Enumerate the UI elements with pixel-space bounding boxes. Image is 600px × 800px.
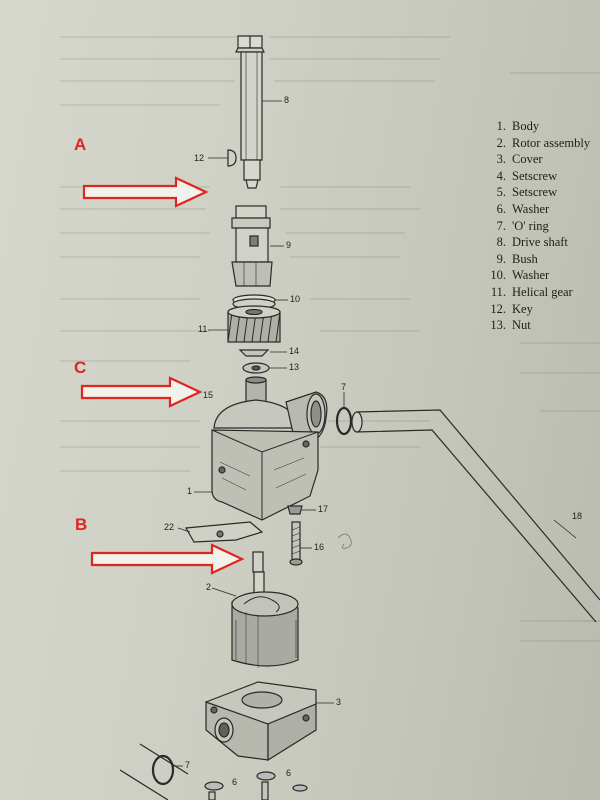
callout-9: 9	[286, 240, 292, 250]
parts-list-item: 13. Nut	[480, 317, 600, 334]
part-number: 11.	[490, 284, 506, 299]
part-name: Nut	[512, 318, 531, 333]
parts-list-item: 11. Helical gear	[480, 284, 600, 301]
drive-shaft-part	[235, 35, 282, 189]
rotor-assembly-part	[211, 551, 299, 668]
arrow-b	[90, 543, 245, 575]
baffle-plate-part	[177, 521, 264, 543]
cover-part	[205, 681, 334, 762]
nut-part	[242, 362, 287, 374]
part-number: 13.	[490, 318, 506, 333]
pencil-mark	[337, 533, 352, 549]
callout-8: 8	[284, 95, 290, 105]
parts-list-item: 8. Drive shaft	[480, 234, 600, 251]
callout-1: 1	[187, 486, 193, 496]
callout-6-left: 6	[232, 777, 238, 787]
callout-12: 12	[194, 153, 205, 163]
callout-17: 17	[318, 504, 329, 514]
callout-7: 7	[341, 382, 347, 392]
callout-11: 11	[198, 324, 208, 334]
part-name: Cover	[512, 152, 543, 167]
arrow-c	[80, 376, 203, 408]
part-name: Body	[512, 119, 540, 133]
arrow-a	[82, 176, 209, 208]
oil-pipe-part	[351, 409, 600, 623]
part-name: 'O' ring	[512, 218, 549, 233]
spacer-part	[238, 349, 270, 357]
parts-list-item: 12. Key	[480, 301, 600, 318]
part-number: 5.	[496, 185, 506, 200]
callout-6-right: 6	[286, 768, 292, 778]
lower-seal-parts	[119, 743, 308, 800]
part-number: 6.	[496, 201, 506, 216]
callout-16: 16	[314, 542, 325, 552]
parts-list-item: 3. Cover	[480, 151, 600, 168]
parts-list-item: 4. Setscrew	[480, 168, 600, 185]
pump-body-part	[194, 376, 328, 521]
part-name: Rotor assembly	[512, 135, 591, 150]
part-number: 12.	[490, 301, 506, 316]
part-name: Setscrew	[512, 168, 558, 183]
bush-part	[231, 205, 284, 287]
parts-list-item: 6. Washer	[480, 201, 600, 218]
part-number: 8.	[496, 235, 506, 250]
part-number: 2.	[496, 135, 506, 150]
callout-15: 15	[203, 390, 214, 400]
part-name: Bush	[512, 251, 538, 266]
parts-list-item: 9. Bush	[480, 251, 600, 268]
part-number: 3.	[496, 152, 506, 167]
marker-b: B	[75, 515, 88, 534]
o-ring-part	[335, 406, 353, 436]
parts-list-item: 2. Rotor assembly	[480, 135, 600, 152]
marker-c: C	[74, 358, 87, 377]
helical-gear-part	[208, 305, 281, 343]
screw-part	[287, 505, 316, 566]
part-name: Setscrew	[512, 185, 558, 200]
part-number: 4.	[496, 168, 506, 183]
part-number: 9.	[496, 251, 506, 266]
callout-22: 22	[164, 522, 175, 532]
parts-list-item: 7. 'O' ring	[480, 218, 600, 235]
part-name: Washer	[512, 201, 550, 216]
key-part	[227, 149, 237, 167]
parts-list-item: 10. Washer	[480, 267, 600, 284]
parts-list-item: 1. Body	[480, 118, 600, 135]
part-number: 7.	[496, 218, 506, 233]
part-number: 1.	[496, 119, 506, 133]
marker-a: A	[74, 135, 87, 154]
callout-3: 3	[336, 697, 342, 707]
part-name: Drive shaft	[512, 235, 568, 250]
part-number: 10.	[490, 268, 506, 283]
callout-2: 2	[206, 582, 212, 592]
callout-14: 14	[289, 346, 300, 356]
part-name: Helical gear	[512, 284, 573, 299]
callout-10: 10	[290, 294, 301, 304]
callout-18: 18	[572, 511, 583, 521]
part-name: Washer	[512, 268, 550, 283]
part-name: Key	[512, 301, 533, 316]
callout-13: 13	[289, 362, 300, 372]
parts-list-item: 5. Setscrew	[480, 184, 600, 201]
callout-7-lower: 7	[185, 760, 191, 770]
